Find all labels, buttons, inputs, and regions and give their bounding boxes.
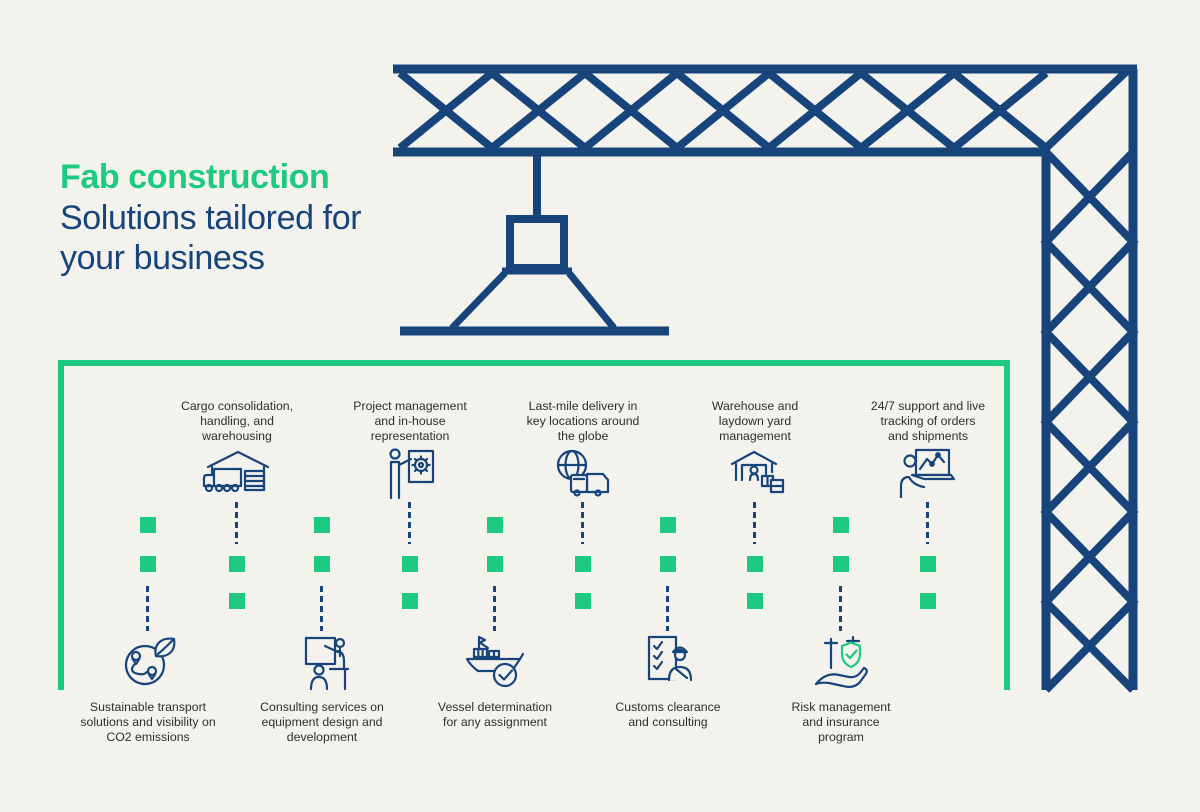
connector-square xyxy=(747,556,763,572)
service-label: Cargo consolidation, handling, and wareh… xyxy=(180,399,294,443)
title-block: Fab construction Solutions tailored for … xyxy=(60,156,362,278)
connector-square xyxy=(747,593,763,609)
vessel-determination-icon xyxy=(464,634,526,690)
service-label: Customs clearance and consulting xyxy=(615,700,721,729)
connector-dash xyxy=(146,586,149,631)
project-management-icon xyxy=(382,446,438,500)
brand-title: Fab construction xyxy=(60,158,330,196)
connector-square xyxy=(140,517,156,533)
connector-square xyxy=(575,556,591,572)
connector-square xyxy=(575,593,591,609)
connector-square xyxy=(833,556,849,572)
service-label: Project management and in-house represen… xyxy=(353,399,467,443)
connector-dash xyxy=(666,586,669,631)
customs-clearance-icon xyxy=(642,634,694,690)
connector-square xyxy=(660,517,676,533)
connector-square xyxy=(402,593,418,609)
service-label: Warehouse and laydown yard management xyxy=(711,399,799,443)
service-label: 24/7 support and live tracking of orders… xyxy=(870,399,986,443)
services-panel xyxy=(58,360,1010,690)
tagline: Solutions tailored for your business xyxy=(60,199,362,277)
service-label: Last-mile delivery in key locations arou… xyxy=(526,399,640,443)
consulting-services-icon xyxy=(294,634,350,690)
connector-square xyxy=(314,556,330,572)
connector-square xyxy=(140,556,156,572)
connector-dash xyxy=(581,502,584,544)
service-label: Consulting services on equipment design … xyxy=(260,700,384,744)
sustainable-transport-icon xyxy=(119,634,177,692)
connector-dash xyxy=(320,586,323,631)
risk-insurance-icon xyxy=(812,634,870,692)
connector-dash xyxy=(839,586,842,631)
last-mile-delivery-icon xyxy=(551,446,615,498)
connector-square xyxy=(314,517,330,533)
connector-square xyxy=(229,556,245,572)
service-label: Vessel determination for any assignment xyxy=(437,700,553,729)
warehouse-yard-icon xyxy=(725,446,785,498)
connector-dash xyxy=(753,502,756,544)
connector-dash xyxy=(493,586,496,631)
connector-dash xyxy=(926,502,929,544)
connector-square xyxy=(660,556,676,572)
connector-square xyxy=(402,556,418,572)
support-tracking-icon xyxy=(899,446,957,498)
connector-dash xyxy=(408,502,411,544)
connector-dash xyxy=(235,502,238,544)
connector-square xyxy=(487,556,503,572)
cargo-warehouse-icon xyxy=(199,446,275,496)
service-label: Risk management and insurance program xyxy=(791,700,891,744)
connector-square xyxy=(920,593,936,609)
connector-square xyxy=(920,556,936,572)
connector-square xyxy=(229,593,245,609)
connector-square xyxy=(487,517,503,533)
service-label: Sustainable transport solutions and visi… xyxy=(80,700,216,744)
connector-square xyxy=(833,517,849,533)
